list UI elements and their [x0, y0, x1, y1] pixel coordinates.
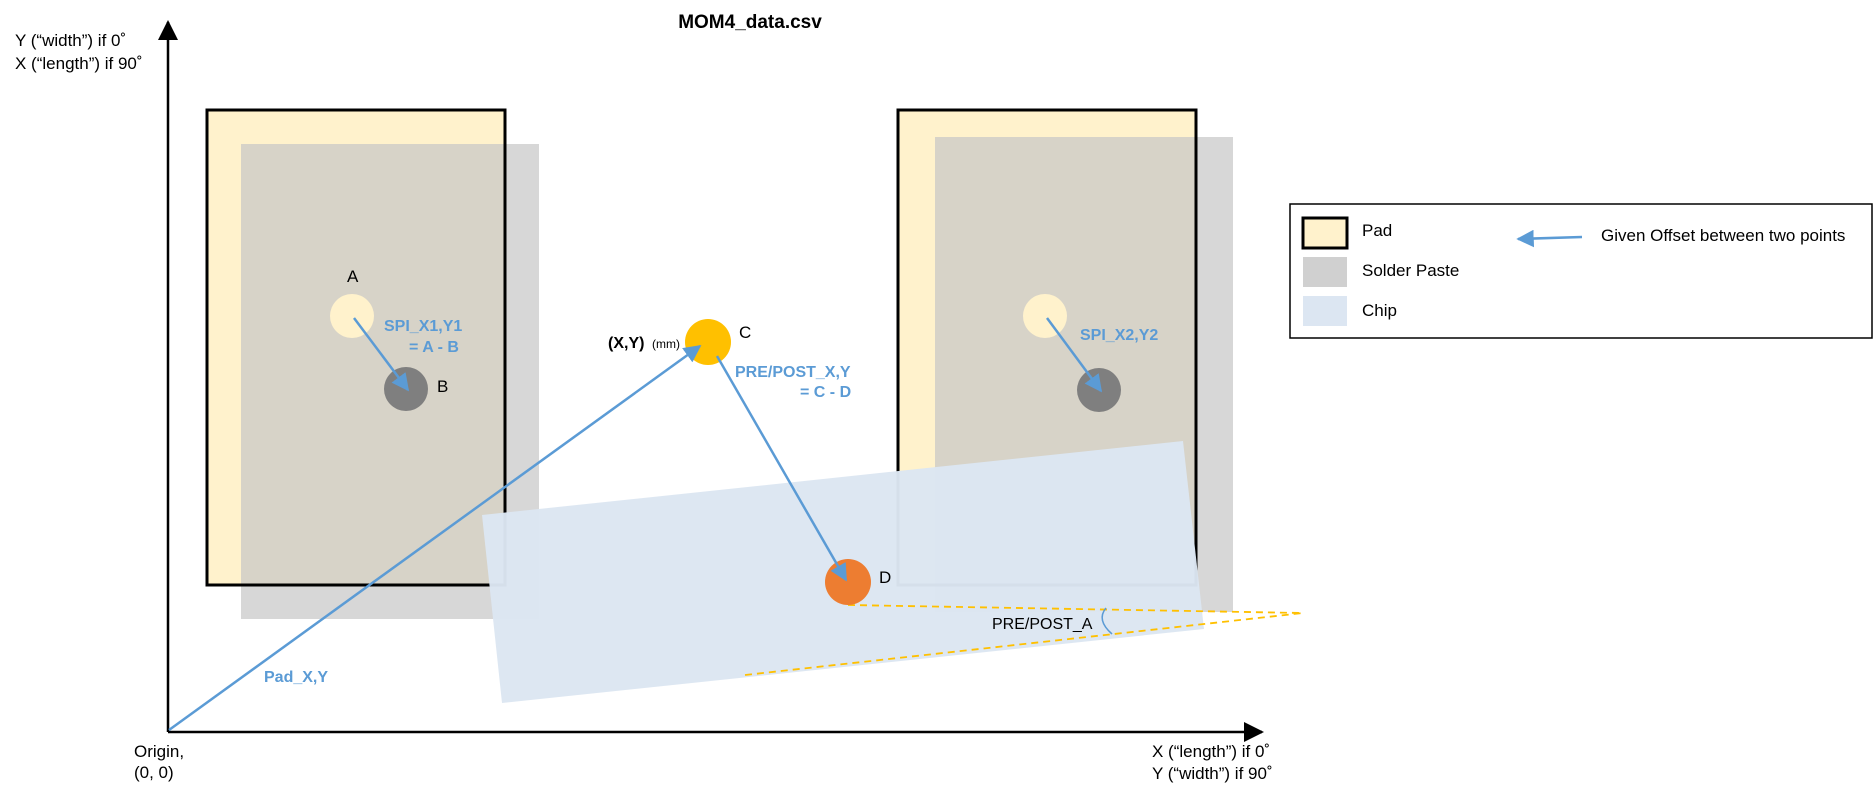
point-xy-label: (X,Y)	[608, 335, 644, 352]
angle-reference-line	[847, 604, 1304, 614]
legend-chip-label: Chip	[1362, 301, 1397, 320]
point-a2	[1023, 294, 1067, 338]
spi1-offset-arrow	[353, 317, 410, 392]
y-axis-label-line1: Y (“width”) if 0˚	[15, 31, 126, 50]
point-a-label: A	[347, 267, 359, 286]
legend-offset-arrow	[1516, 229, 1583, 248]
prepost-offset-arrow	[715, 355, 848, 582]
angle-chip-line	[744, 612, 1304, 676]
pad-xy-arrow	[168, 344, 702, 732]
pad-left-outline	[205, 108, 507, 587]
point-a	[330, 294, 374, 338]
legend-box	[1289, 203, 1873, 339]
point-xy-unit: (mm)	[652, 337, 680, 351]
origin-label-line1: Origin,	[134, 742, 184, 761]
legend-pad-label: Pad	[1362, 221, 1392, 240]
point-c-label: C	[739, 323, 751, 342]
legend-solder-label: Solder Paste	[1362, 261, 1459, 280]
x-axis-label-line1: X (“length”) if 0˚	[1152, 742, 1270, 761]
legend: Pad Solder Paste Chip Given Offset betwe…	[1289, 203, 1873, 339]
point-b-label: B	[437, 377, 448, 396]
prepost-label-line1: PRE/POST_X,Y	[735, 364, 851, 381]
spi1-label-line1: SPI_X1,Y1	[384, 318, 462, 335]
angle-arc	[1101, 607, 1113, 635]
legend-pad-swatch	[1301, 216, 1349, 250]
point-c	[685, 319, 731, 365]
spi2-offset-arrow	[1045, 317, 1103, 393]
diagram-title: MOM4_data.csv	[678, 12, 822, 33]
y-axis-label-line2: X (“length”) if 90˚	[15, 54, 143, 73]
origin-label-line2: (0, 0)	[134, 763, 174, 782]
prepost-label-line2: = C - D	[800, 384, 851, 401]
point-d	[825, 559, 871, 605]
point-d-label: D	[879, 568, 891, 587]
x-axis-label-line2: Y (“width”) if 90˚	[1152, 764, 1273, 783]
legend-offset-label: Given Offset between two points	[1601, 226, 1845, 245]
legend-chip-swatch	[1303, 296, 1347, 326]
pad-xy-label: Pad_X,Y	[264, 669, 328, 686]
legend-solder-swatch	[1303, 257, 1347, 287]
angle-label: PRE/POST_A	[992, 616, 1093, 633]
spi2-label: SPI_X2,Y2	[1080, 327, 1158, 344]
spi1-label-line2: = A - B	[409, 339, 459, 356]
